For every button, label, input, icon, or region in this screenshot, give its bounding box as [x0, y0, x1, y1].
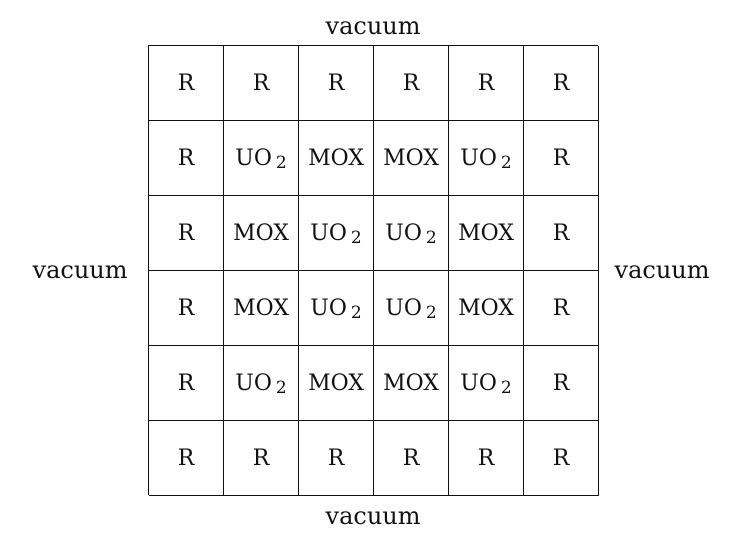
grid-cell: MOX — [299, 346, 374, 421]
grid-cell: R — [299, 46, 374, 121]
grid-cell: R — [449, 46, 524, 121]
grid-cell: R — [524, 196, 599, 271]
grid-cell: R — [524, 121, 599, 196]
grid-cell: MOX — [449, 196, 524, 271]
grid-cell: R — [149, 121, 224, 196]
grid-cell: R — [374, 46, 449, 121]
grid-cell: R — [149, 346, 224, 421]
grid-cell: R — [449, 421, 524, 496]
boundary-label-right: vacuum — [614, 256, 710, 284]
grid-cell: R — [224, 46, 299, 121]
grid-cell: MOX — [224, 196, 299, 271]
grid-cell: MOX — [299, 121, 374, 196]
grid-cell: R — [149, 421, 224, 496]
grid-cell: R — [524, 346, 599, 421]
grid-cell: R — [524, 421, 599, 496]
grid-cell: R — [524, 46, 599, 121]
boundary-label-top: vacuum — [325, 12, 421, 40]
grid-cell: R — [524, 271, 599, 346]
grid-cell: R — [149, 196, 224, 271]
grid-cell: MOX — [374, 121, 449, 196]
grid-cell: R — [224, 421, 299, 496]
grid-cell: MOX — [449, 271, 524, 346]
boundary-label-left: vacuum — [32, 256, 128, 284]
grid-cell: R — [149, 46, 224, 121]
grid-cell: R — [299, 421, 374, 496]
grid-cell: R — [149, 271, 224, 346]
boundary-label-bottom: vacuum — [325, 502, 421, 530]
grid-cell: MOX — [224, 271, 299, 346]
grid-cell: MOX — [374, 346, 449, 421]
grid-cell: R — [374, 421, 449, 496]
